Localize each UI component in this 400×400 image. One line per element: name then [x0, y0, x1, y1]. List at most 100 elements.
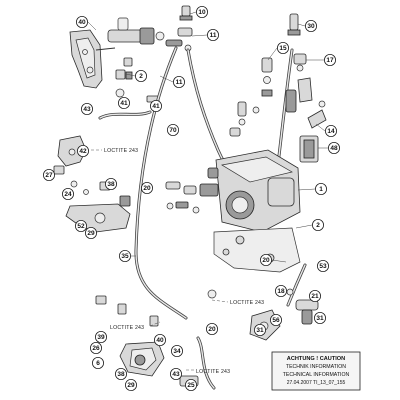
part-callout: 43	[169, 367, 182, 380]
part-callout: 34	[170, 344, 183, 357]
callout-number: 29	[127, 382, 135, 389]
callout-circle	[313, 311, 326, 324]
callout-number: 40	[156, 337, 164, 344]
hardware-cluster-upper	[115, 57, 160, 103]
part-callout: 10	[195, 6, 208, 18]
abs-inlet-fittings	[229, 57, 273, 137]
callout-circle	[259, 253, 272, 266]
plate-line-3: TECHNICAL INFORMATION	[283, 372, 350, 378]
part-callout: 31	[313, 311, 326, 324]
part-callout: 11	[206, 28, 219, 41]
part-callout: 6	[92, 356, 105, 369]
part-callout: 20	[259, 253, 272, 266]
callout-number: 40	[78, 19, 86, 26]
callout-number: 31	[316, 315, 324, 322]
callout-circle	[95, 330, 108, 343]
callout-circle	[76, 15, 89, 28]
callout-circle	[314, 182, 327, 195]
callout-number: 20	[262, 257, 270, 264]
callout-circle	[316, 259, 329, 272]
part-callout: 11	[172, 76, 185, 89]
callout-circle	[311, 218, 324, 231]
callout-circle	[90, 341, 103, 354]
callout-circle	[205, 322, 218, 335]
callout-circle	[206, 28, 219, 41]
loctite-label: LOCTITE 243	[230, 300, 264, 306]
part-callout: 1	[314, 182, 327, 195]
part-callout: 70	[166, 124, 179, 137]
part-callout: 14	[324, 125, 337, 138]
callout-number: 6	[96, 360, 100, 367]
callout-number: 31	[256, 327, 264, 334]
callout-number: 29	[87, 230, 95, 237]
part-callout: 56	[269, 313, 282, 326]
callout-number: 38	[117, 371, 125, 378]
callout-number: 2	[139, 73, 143, 80]
callout-circle	[140, 181, 153, 194]
callout-circle	[119, 249, 132, 262]
callout-number: 43	[83, 106, 91, 113]
part-callout: 53	[316, 259, 329, 272]
part-callout: 27	[43, 168, 56, 181]
loctite-label: LOCTITE 243	[110, 325, 144, 331]
callout-circle	[324, 125, 337, 138]
abs-bracket	[213, 227, 301, 273]
loctite-label: LOCTITE 243	[104, 148, 138, 154]
callout-circle	[85, 226, 98, 239]
part-callout: 31	[253, 323, 266, 336]
abs-modulator	[199, 149, 301, 233]
callout-circle	[308, 289, 321, 302]
leader-lines	[87, 11, 328, 263]
callout-circle	[253, 323, 266, 336]
part-callout: 2	[311, 218, 324, 231]
callout-number: 21	[311, 293, 319, 300]
callout-circle	[304, 19, 317, 32]
callout-number: 56	[272, 317, 280, 324]
part-callout: 18	[274, 284, 287, 297]
part-callout: 35	[119, 249, 132, 262]
master-cylinder	[107, 17, 165, 45]
sensor-plate	[299, 100, 327, 163]
callout-circle	[134, 70, 147, 83]
callout-circle	[118, 97, 131, 110]
part-callout: 21	[308, 289, 321, 302]
callout-circle	[172, 76, 185, 89]
callout-number: 70	[169, 127, 177, 134]
callout-number: 27	[45, 172, 53, 179]
callout-circle	[184, 378, 197, 391]
part-callout: 39	[95, 330, 108, 343]
callout-circle	[169, 367, 182, 380]
callout-number: 53	[319, 263, 327, 270]
callout-circle	[327, 141, 340, 154]
callout-number: 10	[198, 9, 206, 16]
callout-circle	[81, 103, 94, 116]
callout-circle	[195, 6, 208, 18]
part-callout: 2	[134, 70, 147, 83]
part-callout: 41	[149, 100, 162, 113]
plate-line-4: 27.04.2007 TI_13_07_155	[287, 380, 346, 386]
part-callout: 15	[276, 42, 289, 55]
callout-number: 34	[173, 348, 181, 355]
part-callout: 30	[304, 19, 317, 32]
part-callout: 41	[118, 97, 131, 110]
callout-circle	[105, 177, 118, 190]
part-callout: 52	[75, 219, 88, 232]
callout-number: 35	[121, 253, 129, 260]
lever-bracket-left	[53, 135, 87, 175]
callout-circle	[323, 54, 336, 67]
part-callout: 20	[140, 181, 153, 194]
part-callout: 20	[205, 322, 218, 335]
callout-circle	[269, 313, 282, 326]
part-callout: 17	[323, 54, 336, 67]
callout-number: 52	[77, 223, 85, 230]
callout-number: 14	[327, 128, 335, 135]
part-callout: 24	[62, 187, 75, 200]
callout-number: 17	[326, 57, 334, 64]
callout-number: 18	[277, 288, 285, 295]
callout-circle	[92, 356, 105, 369]
callout-number: 15	[279, 45, 287, 52]
callout-number: 11	[176, 79, 183, 86]
part-callout: 25	[184, 378, 197, 391]
